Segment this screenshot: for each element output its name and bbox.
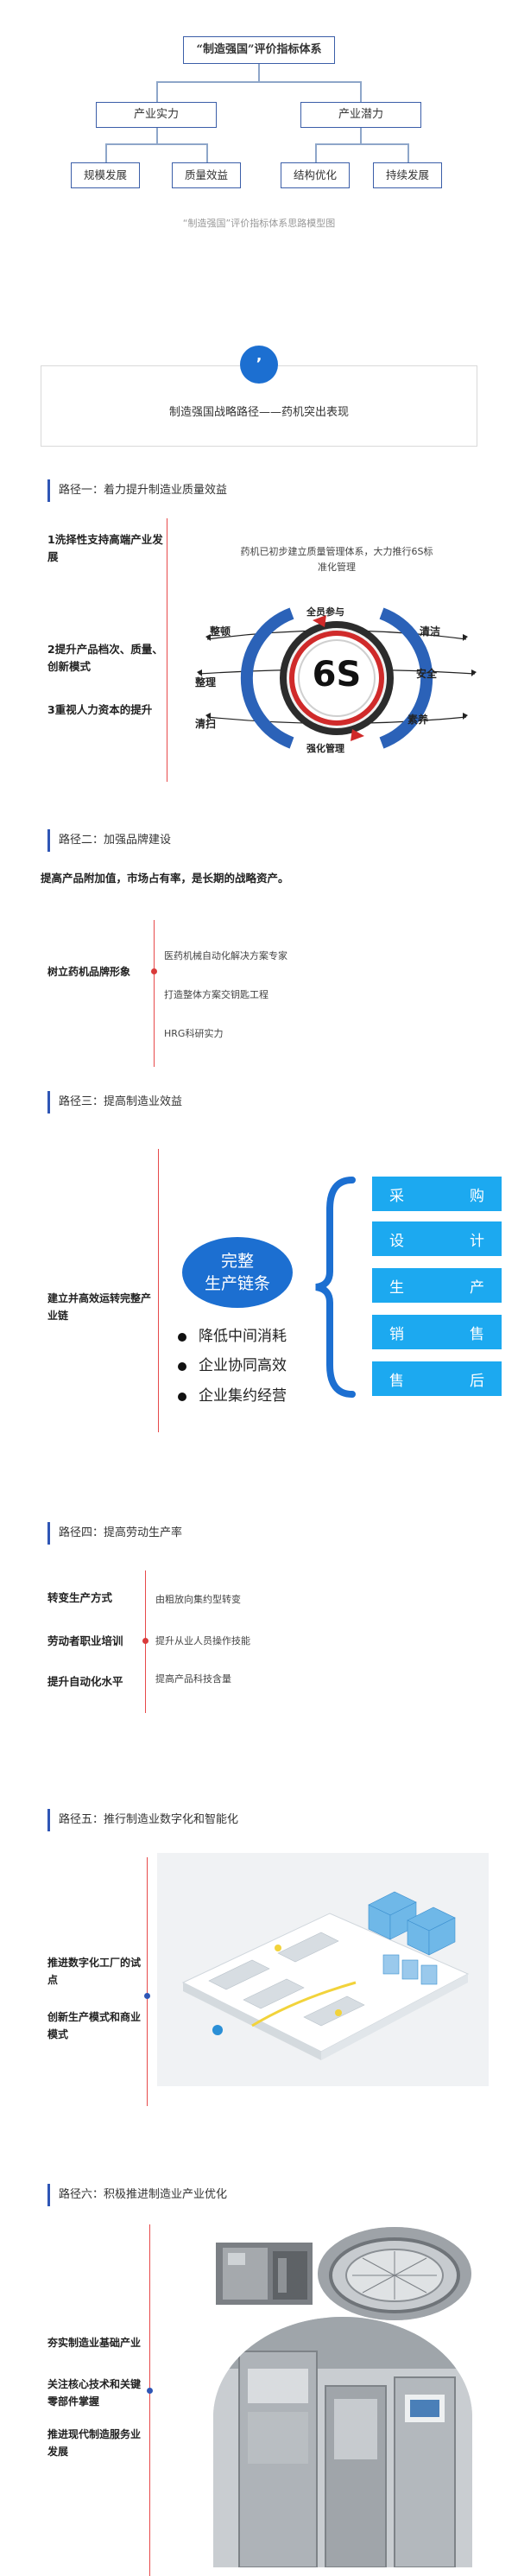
six-s-center: 6S (312, 655, 362, 695)
six-s-left-1: 整顿 (210, 625, 231, 638)
tree-connector (156, 128, 158, 143)
path6-heading: 路径六：积极推进制造业产业优化 (47, 2184, 227, 2206)
path4-item-3-label: 提升自动化水平 (47, 1675, 123, 1688)
path4-item-1-label: 转变生产方式 (47, 1591, 113, 1604)
path6-item-2: 关注核心技术和关键零部件掌握 (47, 2378, 142, 2408)
tree-connector (360, 128, 362, 143)
path5-item-2: 创新生产模式和商业模式 (47, 2011, 142, 2040)
path2-heading: 路径二：加强品牌建设 (47, 829, 171, 852)
tree-connector (315, 143, 317, 162)
tree-connector (360, 81, 362, 102)
path5-divider (147, 1857, 148, 2106)
tree-connector (258, 64, 260, 81)
hierarchy-node-quality: 质量效益 (172, 162, 241, 188)
six-s-right-3: 素养 (407, 714, 429, 726)
hierarchy-node-structure: 结构优化 (281, 162, 350, 188)
path3-label: 建立并高效运转完整产业链 (47, 1292, 152, 1322)
chain-step-production: 生产 (372, 1268, 502, 1303)
tree-connector (105, 143, 107, 162)
path2-label: 树立药机品牌形象 (47, 966, 131, 978)
path4-item-3-desc: 提高产品科技含量 (155, 1673, 231, 1685)
tree-connector (315, 143, 408, 145)
digital-factory-illustration (157, 1853, 489, 2086)
hierarchy-node-sustain: 持续发展 (373, 162, 442, 188)
path3-core-line-2: 生产链条 (204, 1274, 270, 1293)
tree-connector (156, 81, 158, 102)
hierarchy-node-industry-potential: 产业潜力 (300, 102, 421, 128)
hierarchy-root: “制造强国”评价指标体系 (183, 36, 335, 64)
path4-item-1-desc: 由粗放向集约型转变 (155, 1594, 241, 1605)
photo-machinery-3 (213, 2317, 472, 2567)
path6-item-3: 推进现代制造服务业发展 (47, 2428, 142, 2458)
path6-divider (149, 2224, 150, 2576)
chain-step-design: 设计 (372, 1221, 502, 1256)
chain-step-sales: 销售 (372, 1315, 502, 1349)
six-s-graphic (197, 607, 477, 749)
six-s-right-1: 清洁 (420, 625, 441, 638)
tree-connector (206, 143, 208, 162)
path1-item-2: 2提升产品档次、质量、创新模式 (47, 643, 163, 673)
six-s-left-3: 清扫 (195, 718, 217, 730)
path4-divider-dot (142, 1638, 148, 1644)
path1-item-1: 1洗择性支持高端产业发展 (47, 533, 163, 563)
hierarchy-caption: “制造强国”评价指标体系思路模型图 (182, 218, 336, 229)
path1-heading: 路径一：着力提升制造业质量效益 (47, 479, 227, 502)
path4-heading: 路径四：提高劳动生产率 (47, 1522, 182, 1545)
photo-3-render (213, 2317, 472, 2567)
photo-machinery-1 (216, 2243, 313, 2305)
factory-render (181, 1891, 470, 2060)
hierarchy-node-industry-strength: 产业实力 (96, 102, 217, 128)
chain-step-after-sales: 售后 (372, 1361, 502, 1396)
photo-1-render (216, 2243, 313, 2305)
path3-bullet-3: 企业集约经营 (178, 1383, 287, 1405)
path3-brace (315, 1177, 356, 1398)
chain-step-purchase: 采购 (372, 1177, 502, 1211)
path4-item-2-label: 劳动者职业培训 (47, 1634, 123, 1647)
path2-divider (154, 920, 155, 1067)
tree-connector (105, 143, 207, 145)
six-s-right-2: 安全 (416, 668, 438, 680)
banner-badge-icon: ’ (240, 346, 278, 384)
six-s-left-2: 整理 (195, 676, 217, 688)
path5-divider-dot (144, 1993, 150, 1999)
tree-connector (407, 143, 409, 162)
path3-core-line-1: 完整 (220, 1252, 254, 1271)
path3-heading: 路径三：提高制造业效益 (47, 1091, 182, 1114)
path3-bullet-2: 企业协同高效 (178, 1353, 287, 1374)
path2-intro: 提高产品附加值，市场占有率，是长期的战略资产。 (41, 872, 289, 885)
path2-item-3: HRG科研实力 (164, 1028, 224, 1039)
tree-connector (156, 81, 361, 83)
hierarchy-node-scale: 规模发展 (71, 162, 140, 188)
path2-divider-dot (151, 968, 157, 974)
path3-core-circle: 完整 生产链条 (182, 1237, 293, 1308)
photo-machinery-2 (318, 2227, 471, 2320)
six-s-bottom: 强化管理 (306, 743, 344, 754)
path3-bullet-1: 降低中间消耗 (178, 1323, 287, 1345)
path4-item-2-desc: 提升从业人员操作技能 (155, 1635, 250, 1646)
photo-2-render (318, 2227, 471, 2320)
six-s-top: 全员参与 (306, 606, 344, 618)
path2-item-2: 打造整体方案交钥匙工程 (164, 989, 268, 1000)
banner-title: 制造强国战略路径——药机突出表现 (168, 406, 349, 419)
path2-item-1: 医药机械自动化解决方案专家 (164, 950, 287, 961)
path5-item-1: 推进数字化工厂的试点 (47, 1957, 142, 1986)
path5-heading: 路径五：推行制造业数字化和智能化 (47, 1809, 238, 1831)
path1-item-3: 3重视人力资本的提升 (47, 703, 153, 716)
path6-divider-dot (147, 2388, 153, 2394)
path6-item-1: 夯实制造业基础产业 (47, 2337, 142, 2349)
path1-desc: 药机已初步建立质量管理体系，大力推行6S标准化管理 (240, 546, 433, 573)
path3-divider (158, 1149, 159, 1432)
